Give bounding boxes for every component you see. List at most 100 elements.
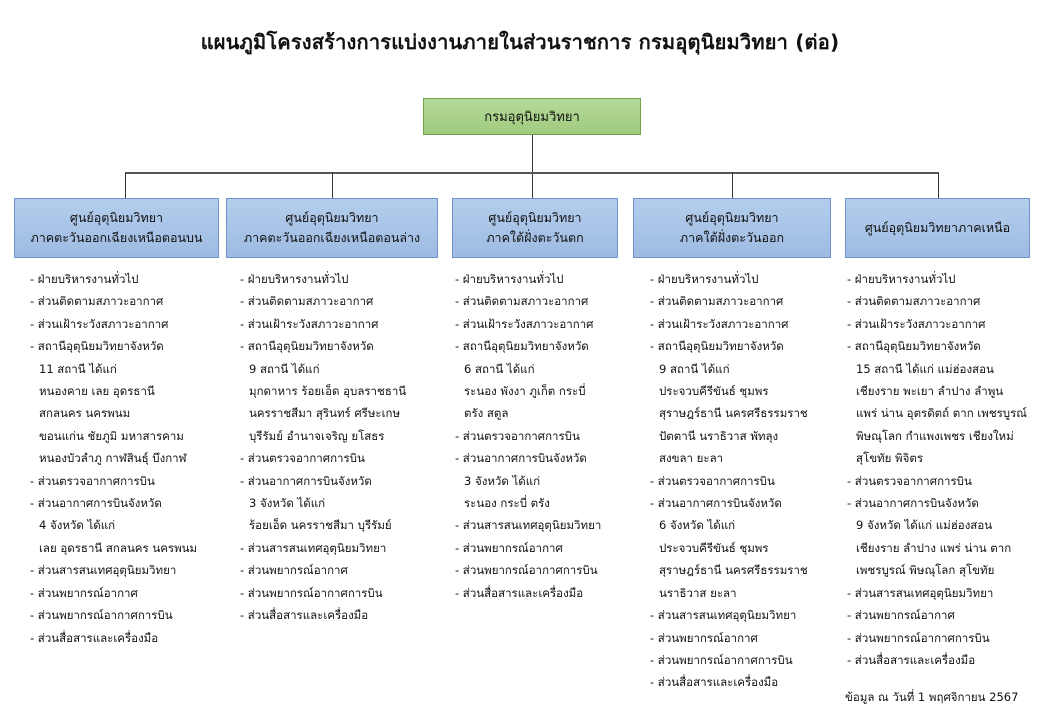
regional-center-node: ศูนย์อุตุนิยมวิทยาภาคใต้ฝั่งตะวันออก bbox=[633, 198, 831, 258]
division-item: - ส่วนอากาศการบินจังหวัด bbox=[650, 496, 782, 511]
division-item: - ส่วนพยากรณ์อากาศการบิน bbox=[240, 585, 383, 600]
division-item: ปัตตานี นราธิวาส พัทลุง bbox=[659, 428, 779, 443]
division-item: - ส่วนพยากรณ์อากาศ bbox=[455, 540, 563, 555]
division-list: - ฝ่ายบริหารงานทั่วไป - ส่วนติดตามสภาวะอา… bbox=[240, 268, 406, 627]
division-item: - ส่วนสารสนเทศอุตุนิยมวิทยา bbox=[650, 608, 797, 623]
division-item: เชียงราย พะเยา ลำปาง ลำพูน bbox=[856, 384, 1004, 399]
division-item: - ส่วนพยากรณ์อากาศการบิน bbox=[847, 630, 990, 645]
division-item: - ฝ่ายบริหารงานทั่วไป bbox=[455, 272, 564, 286]
connector-drop-4 bbox=[732, 173, 733, 198]
division-item: ขอนแก่น ชัยภูมิ มหาสารคาม bbox=[39, 428, 184, 443]
division-item: - ส่วนติดตามสภาวะอากาศ bbox=[847, 294, 981, 309]
division-item: 9 สถานี ได้แก่ bbox=[249, 361, 320, 376]
division-item: - ส่วนพยากรณ์อากาศ bbox=[847, 608, 955, 623]
division-item: แพร่ น่าน อุตรดิตถ์ ตาก เพชรบูรณ์ bbox=[856, 406, 1027, 421]
division-item: - ส่วนเฝ้าระวังสภาวะอากาศ bbox=[847, 316, 986, 331]
division-item: บุรีรัมย์ อำนาจเจริญ ยโสธร bbox=[249, 428, 385, 443]
division-item: - ส่วนติดตามสภาวะอากาศ bbox=[650, 294, 784, 309]
division-item: สุราษฎร์ธานี นครศรีธรรมราช bbox=[659, 406, 808, 421]
division-item: - ส่วนตรวจอากาศการบิน bbox=[455, 428, 580, 443]
center-name-line: ภาคใต้ฝั่งตะวันออก bbox=[679, 230, 785, 245]
division-item: 11 สถานี ได้แก่ bbox=[39, 361, 117, 376]
division-item: เลย อุดรธานี สกลนคร นครพนม bbox=[39, 540, 198, 555]
connector-horizontal bbox=[125, 172, 939, 174]
division-item: สกลนคร นครพนม bbox=[39, 406, 131, 421]
division-item: 15 สถานี ได้แก่ แม่ฮ่องสอน bbox=[856, 361, 994, 376]
division-item: หนองบัวลำภู กาฬสินธุ์ บึงกาฬ bbox=[39, 451, 187, 466]
division-item: สงขลา ยะลา bbox=[659, 451, 724, 466]
division-item: - ฝ่ายบริหารงานทั่วไป bbox=[650, 272, 759, 286]
division-item: - ส่วนพยากรณ์อากาศ bbox=[30, 585, 138, 600]
division-item: มุกดาหาร ร้อยเอ็ด อุบลราชธานี bbox=[249, 384, 407, 399]
center-name-line: ศูนย์อุตุนิยมวิทยา bbox=[685, 210, 779, 225]
connector-drop-1 bbox=[125, 173, 126, 198]
division-item: สุราษฎร์ธานี นครศรีธรรมราช bbox=[659, 563, 808, 578]
division-item: - สถานีอุตุนิยมวิทยาจังหวัด bbox=[847, 339, 981, 354]
division-item: - ส่วนสื่อสารและเครื่องมือ bbox=[650, 675, 779, 690]
regional-center-node: ศูนย์อุตุนิยมวิทยาภาคตะวันออกเฉียงเหนือต… bbox=[14, 198, 219, 258]
data-date-note: ข้อมูล ณ วันที่ 1 พฤศจิกายน 2567 bbox=[845, 690, 1019, 704]
division-item: - ส่วนตรวจอากาศการบิน bbox=[30, 473, 155, 488]
root-node-label: กรมอุตุนิยมวิทยา bbox=[484, 110, 580, 125]
division-item: - ส่วนสื่อสารและเครื่องมือ bbox=[847, 652, 976, 667]
division-item: - ส่วนตรวจอากาศการบิน bbox=[240, 451, 365, 466]
division-item: 3 จังหวัด ได้แก่ bbox=[464, 473, 541, 488]
division-list: - ฝ่ายบริหารงานทั่วไป - ส่วนติดตามสภาวะอา… bbox=[847, 268, 1027, 671]
division-item: - ส่วนติดตามสภาวะอากาศ bbox=[455, 294, 589, 309]
division-item: - ส่วนสารสนเทศอุตุนิยมวิทยา bbox=[30, 563, 177, 578]
division-list: - ฝ่ายบริหารงานทั่วไป - ส่วนติดตามสภาวะอา… bbox=[30, 268, 197, 649]
division-item: 3 จังหวัด ได้แก่ bbox=[249, 496, 326, 511]
division-item: 6 จังหวัด ได้แก่ bbox=[659, 518, 736, 533]
division-item: - สถานีอุตุนิยมวิทยาจังหวัด bbox=[455, 339, 589, 354]
division-item: - ส่วนสารสนเทศอุตุนิยมวิทยา bbox=[847, 585, 994, 600]
division-item: เชียงราย ลำปาง แพร่ น่าน ตาก bbox=[856, 540, 1012, 555]
division-item: - ส่วนพยากรณ์อากาศ bbox=[240, 563, 348, 578]
division-item: 4 จังหวัด ได้แก่ bbox=[39, 518, 116, 533]
connector-drop-5 bbox=[938, 173, 939, 198]
division-item: - ฝ่ายบริหารงานทั่วไป bbox=[240, 272, 349, 286]
division-item: เพชรบูรณ์ พิษณุโลก สุโขทัย bbox=[856, 563, 995, 578]
division-item: ประจวบคีรีขันธ์ ชุมพร bbox=[659, 384, 769, 399]
division-item: - ฝ่ายบริหารงานทั่วไป bbox=[847, 272, 956, 286]
regional-center-node: ศูนย์อุตุนิยมวิทยาภาคใต้ฝั่งตะวันตก bbox=[452, 198, 618, 258]
division-item: - สถานีอุตุนิยมวิทยาจังหวัด bbox=[240, 339, 374, 354]
division-item: - ส่วนสื่อสารและเครื่องมือ bbox=[240, 608, 369, 623]
center-name-line: ศูนย์อุตุนิยมวิทยา bbox=[285, 210, 379, 225]
division-item: นครราชสีมา สุรินทร์ ศรีษะเกษ bbox=[249, 406, 401, 421]
division-item: - ส่วนติดตามสภาวะอากาศ bbox=[240, 294, 374, 309]
regional-center-node: ศูนย์อุตุนิยมวิทยาภาคตะวันออกเฉียงเหนือต… bbox=[226, 198, 438, 258]
division-item: - สถานีอุตุนิยมวิทยาจังหวัด bbox=[30, 339, 164, 354]
division-item: - ส่วนอากาศการบินจังหวัด bbox=[240, 473, 372, 488]
division-list: - ฝ่ายบริหารงานทั่วไป - ส่วนติดตามสภาวะอา… bbox=[455, 268, 601, 604]
division-item: 6 สถานี ได้แก่ bbox=[464, 361, 535, 376]
connector-drop-2 bbox=[332, 173, 333, 198]
connector-root-down bbox=[532, 135, 533, 198]
division-item: - ส่วนพยากรณ์อากาศการบิน bbox=[30, 608, 173, 623]
division-item: - ส่วนติดตามสภาวะอากาศ bbox=[30, 294, 164, 309]
division-item: ร้อยเอ็ด นครราชสีมา บุรีรัมย์ bbox=[249, 518, 392, 533]
division-item: - ส่วนสารสนเทศอุตุนิยมวิทยา bbox=[240, 540, 387, 555]
division-item: ประจวบคีรีขันธ์ ชุมพร bbox=[659, 540, 769, 555]
division-item: - ส่วนเฝ้าระวังสภาวะอากาศ bbox=[455, 316, 594, 331]
division-item: - ส่วนเฝ้าระวังสภาวะอากาศ bbox=[30, 316, 169, 331]
center-name-line: ศูนย์อุตุนิยมวิทยาภาคเหนือ bbox=[864, 220, 1011, 235]
center-name-line: ศูนย์อุตุนิยมวิทยา bbox=[488, 210, 582, 225]
division-item: - ส่วนพยากรณ์อากาศการบิน bbox=[455, 563, 598, 578]
regional-center-node: ศูนย์อุตุนิยมวิทยาภาคเหนือ bbox=[845, 198, 1030, 258]
center-name-line: ภาคตะวันออกเฉียงเหนือตอนบน bbox=[30, 230, 203, 245]
division-item: ระนอง กระบี่ ตรัง bbox=[464, 496, 550, 511]
center-name-line: ภาคตะวันออกเฉียงเหนือตอนล่าง bbox=[243, 230, 421, 245]
division-item: - ฝ่ายบริหารงานทั่วไป bbox=[30, 272, 139, 286]
division-item: - สถานีอุตุนิยมวิทยาจังหวัด bbox=[650, 339, 784, 354]
division-item: พิษณุโลก กำแพงเพชร เชียงใหม่ bbox=[856, 428, 1014, 443]
division-item: - ส่วนสื่อสารและเครื่องมือ bbox=[30, 630, 159, 645]
division-item: หนองคาย เลย อุดรธานี bbox=[39, 384, 155, 399]
division-item: นราธิวาส ยะลา bbox=[659, 585, 737, 600]
division-item: 9 สถานี ได้แก่ bbox=[659, 361, 730, 376]
division-item: 9 จังหวัด ได้แก่ แม่ฮ่องสอน bbox=[856, 518, 993, 533]
division-item: - ส่วนสารสนเทศอุตุนิยมวิทยา bbox=[455, 518, 602, 533]
division-item: - ส่วนพยากรณ์อากาศ bbox=[650, 630, 758, 645]
division-item: - ส่วนอากาศการบินจังหวัด bbox=[30, 496, 162, 511]
division-list: - ฝ่ายบริหารงานทั่วไป - ส่วนติดตามสภาวะอา… bbox=[650, 268, 808, 694]
division-item: - ส่วนอากาศการบินจังหวัด bbox=[847, 496, 979, 511]
